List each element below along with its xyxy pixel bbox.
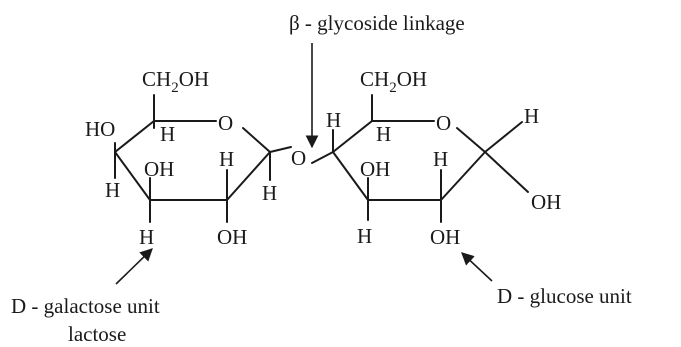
gal-bond-o-c1	[242, 127, 271, 153]
glc-c5-h: H	[376, 122, 391, 146]
glc-ch2oh-label: CH2OH	[360, 67, 427, 96]
glc-c4-h: H	[326, 108, 341, 132]
galactose-unit-arrow	[115, 248, 153, 285]
glc-bond-c1-oh	[484, 151, 529, 193]
glc-c3-oh: OH	[360, 157, 390, 181]
gal-bond-c4-c5	[114, 120, 155, 153]
glc-bond-c3-c4	[332, 151, 369, 201]
annotation-arrows	[115, 43, 493, 285]
glc-c1-oh: OH	[531, 190, 561, 214]
gal-c4-ho: HO	[85, 117, 115, 141]
glc-c1-h: H	[524, 104, 539, 128]
glc-ring-oxygen: O	[436, 111, 451, 135]
gal-c5-h: H	[160, 122, 175, 146]
glucose-unit-label: D - glucose unit	[497, 284, 632, 308]
galactose-labels: CH2OH O H HO H OH H H OH H	[85, 67, 277, 249]
glc-bond-c1-c2	[440, 151, 486, 201]
bridge-bond-o-glc-c4	[311, 151, 334, 164]
gal-ring-oxygen: O	[218, 111, 233, 135]
compound-name-label: lactose	[68, 322, 126, 346]
gal-c3-oh: OH	[144, 157, 174, 181]
glc-bond-o-c1	[456, 127, 486, 153]
gal-c1-h: H	[262, 181, 277, 205]
gal-ch2oh-label: CH2OH	[142, 67, 209, 96]
gal-bond-c3-c4	[114, 151, 151, 201]
glc-bond-c1-h	[484, 121, 523, 153]
gal-bond-c1-bridge-o	[269, 146, 292, 153]
glucose-unit-arrow	[461, 252, 493, 282]
glycosidic-oxygen: O	[291, 146, 306, 170]
beta-linkage-label: β - glycoside linkage	[289, 11, 465, 35]
galactose-ring	[114, 94, 292, 223]
gal-c2-oh: OH	[217, 225, 247, 249]
glc-c3-h: H	[357, 224, 372, 248]
glucose-ring	[332, 94, 529, 223]
glc-bond-c4-c5	[332, 120, 373, 153]
gal-c4-h: H	[105, 178, 120, 202]
glc-c2-oh: OH	[430, 225, 460, 249]
glucose-labels: CH2OH O H H OH H H OH H OH	[326, 67, 561, 249]
galactose-unit-label: D - galactose unit	[11, 294, 160, 318]
glycosidic-bridge	[311, 151, 334, 164]
gal-c2-h-top: H	[219, 147, 234, 171]
gal-c3-h: H	[139, 225, 154, 249]
glc-c2-h: H	[433, 147, 448, 171]
gal-bond-c1-c2	[226, 151, 271, 201]
